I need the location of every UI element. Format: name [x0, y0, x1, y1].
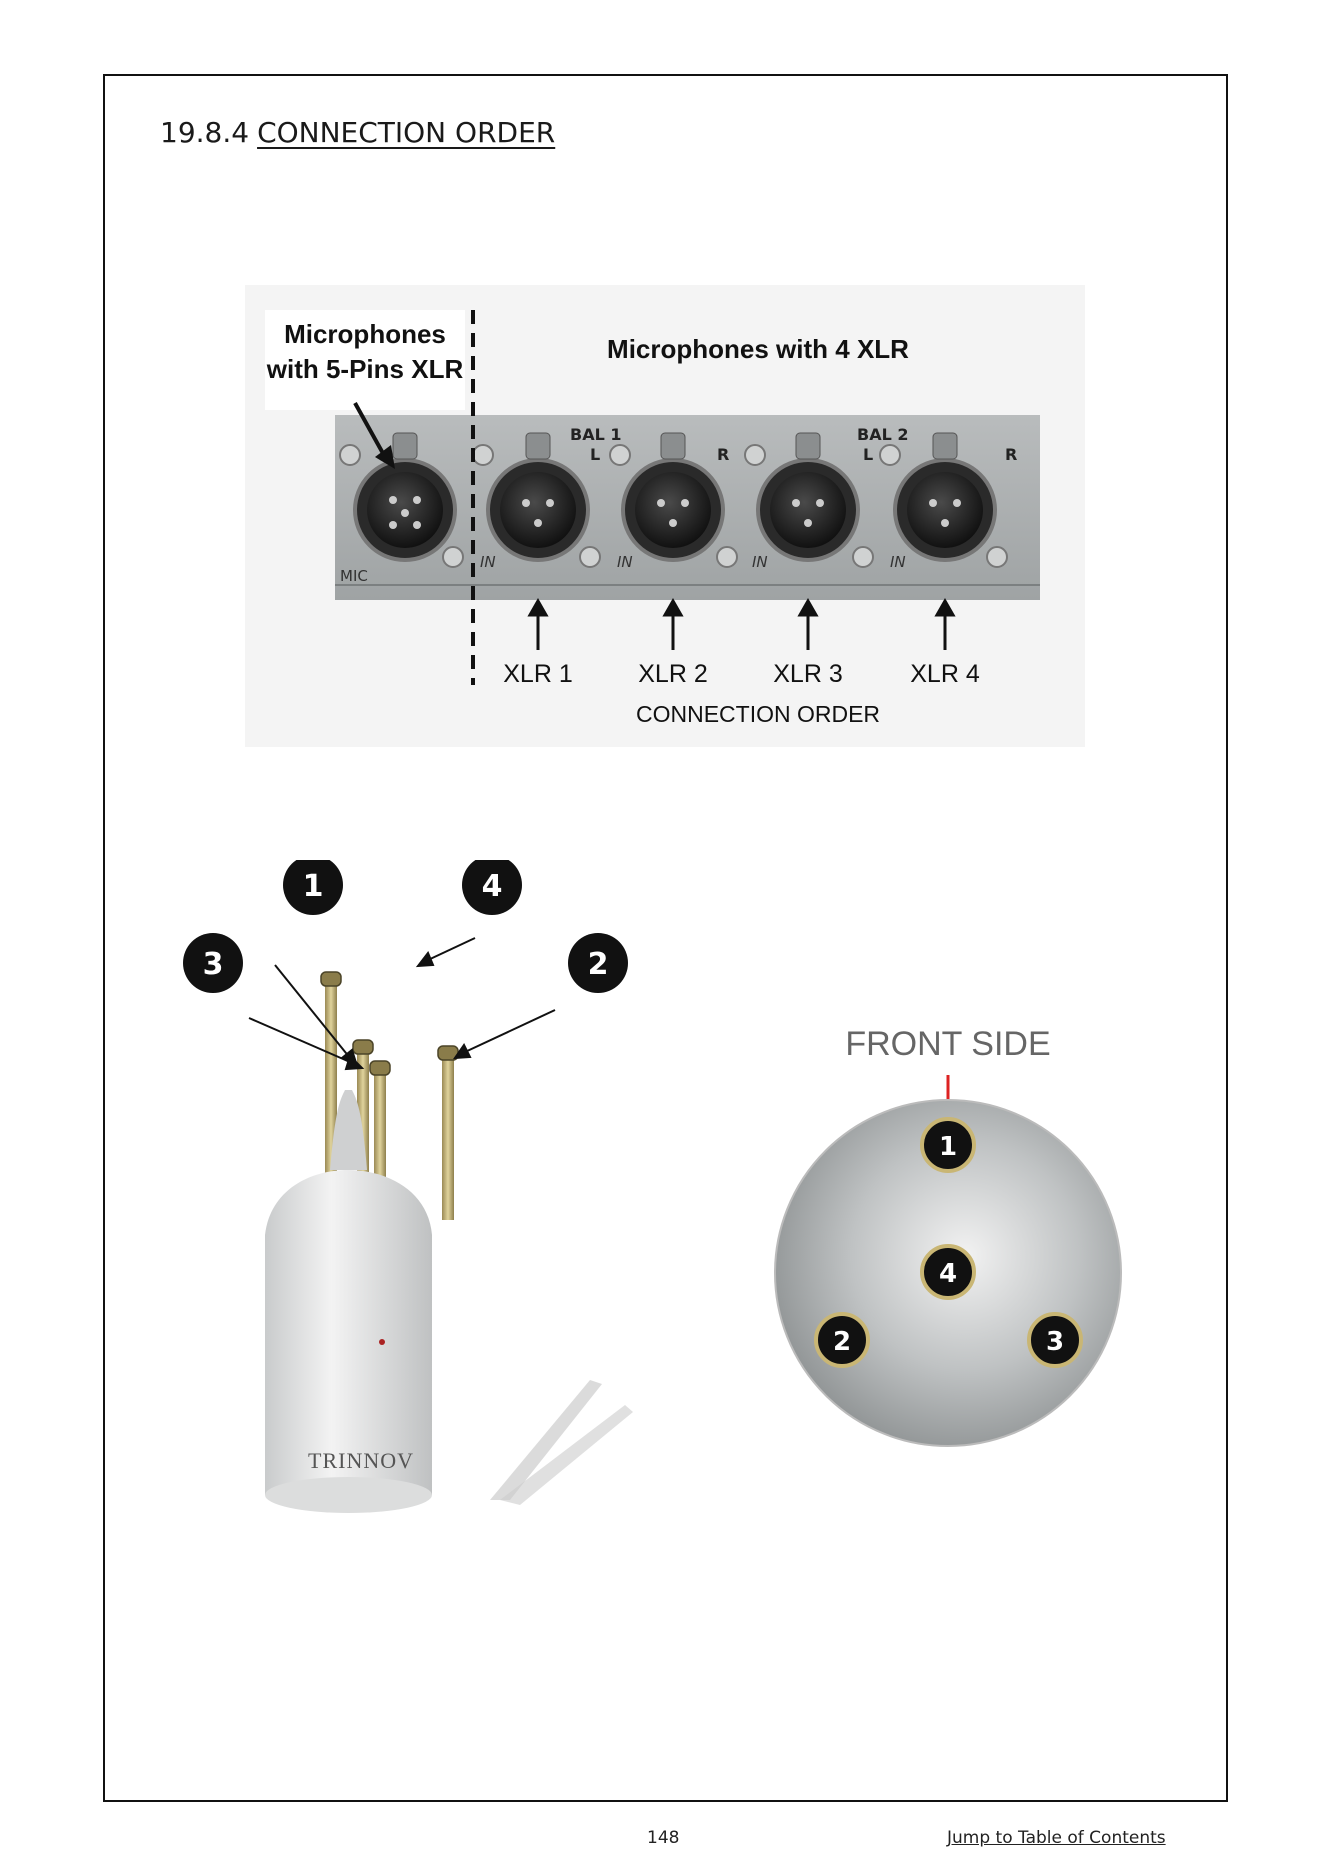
position-1-number: 1: [939, 1132, 957, 1162]
label-5pin-line1: Microphones: [284, 319, 446, 349]
label-4xlr: Microphones with 4 XLR: [607, 334, 909, 364]
badge-1-number: 1: [303, 869, 324, 904]
top-view-figure: FRONT SIDE 1 4 2 3: [760, 1010, 1160, 1470]
xlr-label-1: XLR 1: [503, 660, 572, 688]
in-label-3: IN: [752, 553, 768, 571]
in-label-1: IN: [480, 553, 496, 571]
position-2-number: 2: [833, 1327, 851, 1357]
bal1-r-label: R: [717, 445, 729, 464]
microphone-figure: TRINNOV 1 4 3 2: [170, 860, 670, 1560]
xlr-label-2: XLR 2: [638, 660, 707, 688]
bal2-l-label: L: [863, 445, 873, 464]
bal1-l-label: L: [590, 445, 600, 464]
section-title: CONNECTION ORDER: [257, 116, 555, 149]
page-number: 148: [647, 1828, 679, 1848]
bal2-r-label: R: [1005, 445, 1017, 464]
section-number: 19.8.4: [160, 116, 249, 149]
xlr-label-3: XLR 3: [773, 660, 842, 688]
badge-2-number: 2: [588, 947, 609, 982]
bal1-label: BAL 1: [570, 425, 621, 444]
in-label-2: IN: [617, 553, 633, 571]
panel-caption: CONNECTION ORDER: [636, 701, 880, 727]
capsule-rod-2: [442, 1052, 454, 1220]
badge-3-number: 3: [203, 947, 224, 982]
status-led: [379, 1339, 385, 1345]
badge-4-number: 4: [482, 869, 503, 904]
xlr-panel-figure: BAL 1 L R BAL 2 L R IN IN IN IN MIC Micr…: [245, 285, 1085, 747]
bal2-label: BAL 2: [857, 425, 908, 444]
label-5pin-line2: with 5-Pins XLR: [266, 354, 464, 384]
in-label-4: IN: [890, 553, 906, 571]
xlr-label-4: XLR 4: [910, 660, 980, 688]
toc-link[interactable]: Jump to Table of Contents: [947, 1828, 1166, 1848]
brand-logo: TRINNOV: [308, 1448, 414, 1473]
position-4-number: 4: [939, 1259, 957, 1289]
mic-label: MIC: [340, 567, 368, 585]
front-side-label: FRONT SIDE: [845, 1025, 1050, 1063]
position-3-number: 3: [1046, 1327, 1064, 1357]
